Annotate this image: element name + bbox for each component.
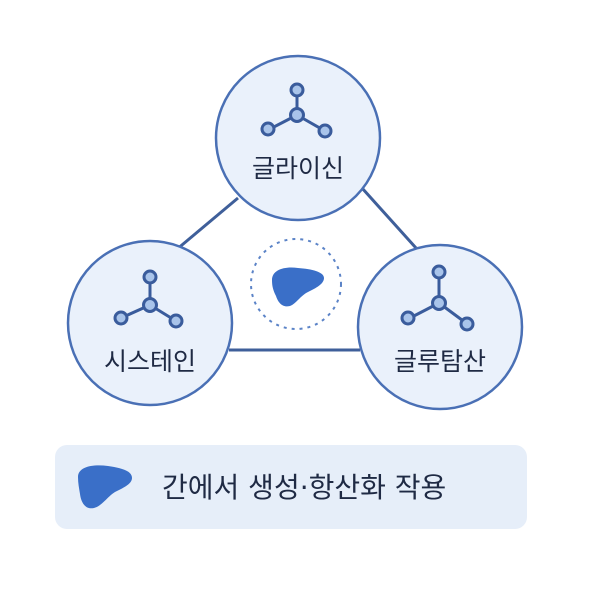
molecule-icon	[113, 269, 184, 329]
node-left: 시스테인	[66, 239, 234, 407]
node-top-label: 글라이신	[252, 154, 344, 183]
node-right-label: 글루탐산	[394, 347, 486, 376]
edge-top-left	[175, 196, 239, 252]
center-liver-node	[250, 238, 342, 330]
node-top: 글라이신	[214, 54, 382, 222]
connector-lines	[175, 186, 418, 352]
node-top-circle	[214, 54, 382, 222]
caption-bar	[55, 445, 527, 529]
edge-top-right	[360, 186, 418, 250]
liver-icon	[78, 465, 132, 509]
liver-icon	[272, 267, 324, 307]
molecule-icon	[400, 264, 475, 332]
node-right-circle	[356, 243, 524, 411]
node-left-circle	[66, 239, 234, 407]
molecule-icon	[260, 82, 333, 139]
node-right: 글루탐산	[356, 243, 524, 411]
node-left-label: 시스테인	[104, 347, 196, 376]
caption-text: 간에서 생성·항산화 작용	[162, 471, 447, 504]
